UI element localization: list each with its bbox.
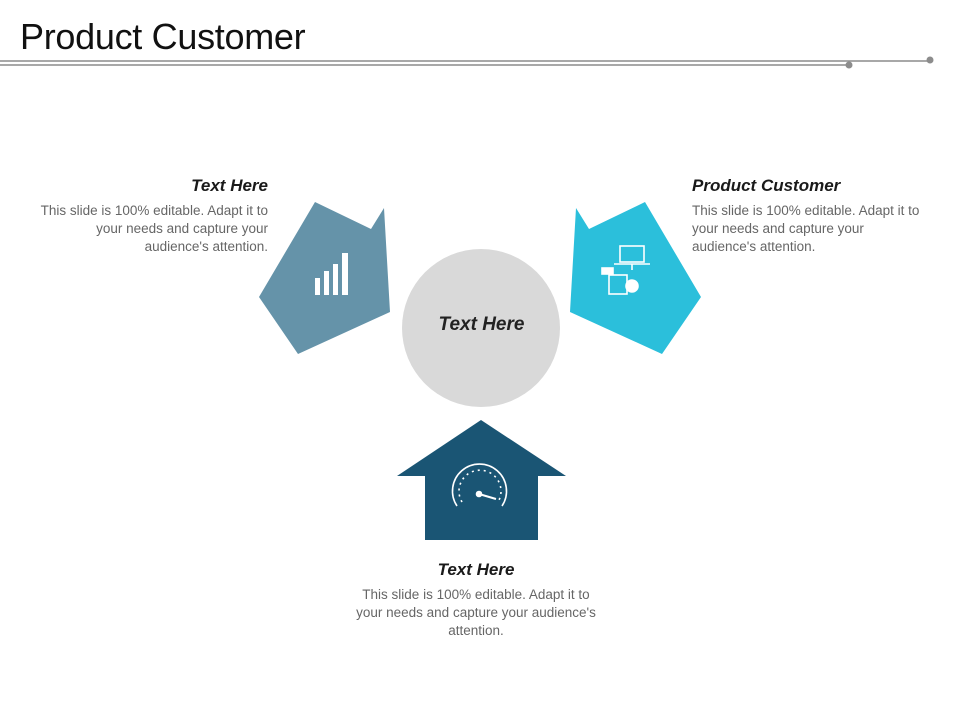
text-block-right: Product Customer This slide is 100% edit… — [692, 176, 920, 256]
text-block-bottom: Text Here This slide is 100% editable. A… — [356, 560, 596, 640]
center-label: Text Here — [438, 314, 525, 335]
arrow-right — [570, 202, 701, 354]
block-heading: Text Here — [437, 560, 515, 579]
title-underline — [0, 56, 934, 69]
arrow-bottom — [397, 420, 566, 540]
text-block-left: Text Here This slide is 100% editable. A… — [40, 176, 268, 256]
slide-title: Product Customer — [20, 16, 306, 57]
block-body: This slide is 100% editable. Adapt it to… — [356, 587, 596, 638]
center-circle — [402, 249, 560, 407]
block-heading: Product Customer — [692, 176, 841, 195]
bar-chart-icon — [315, 253, 348, 295]
block-body: This slide is 100% editable. Adapt it to… — [692, 203, 920, 254]
speedometer-icon — [451, 463, 508, 507]
network-devices-icon — [601, 245, 650, 295]
block-body: This slide is 100% editable. Adapt it to… — [40, 203, 268, 254]
block-heading: Text Here — [191, 176, 268, 195]
